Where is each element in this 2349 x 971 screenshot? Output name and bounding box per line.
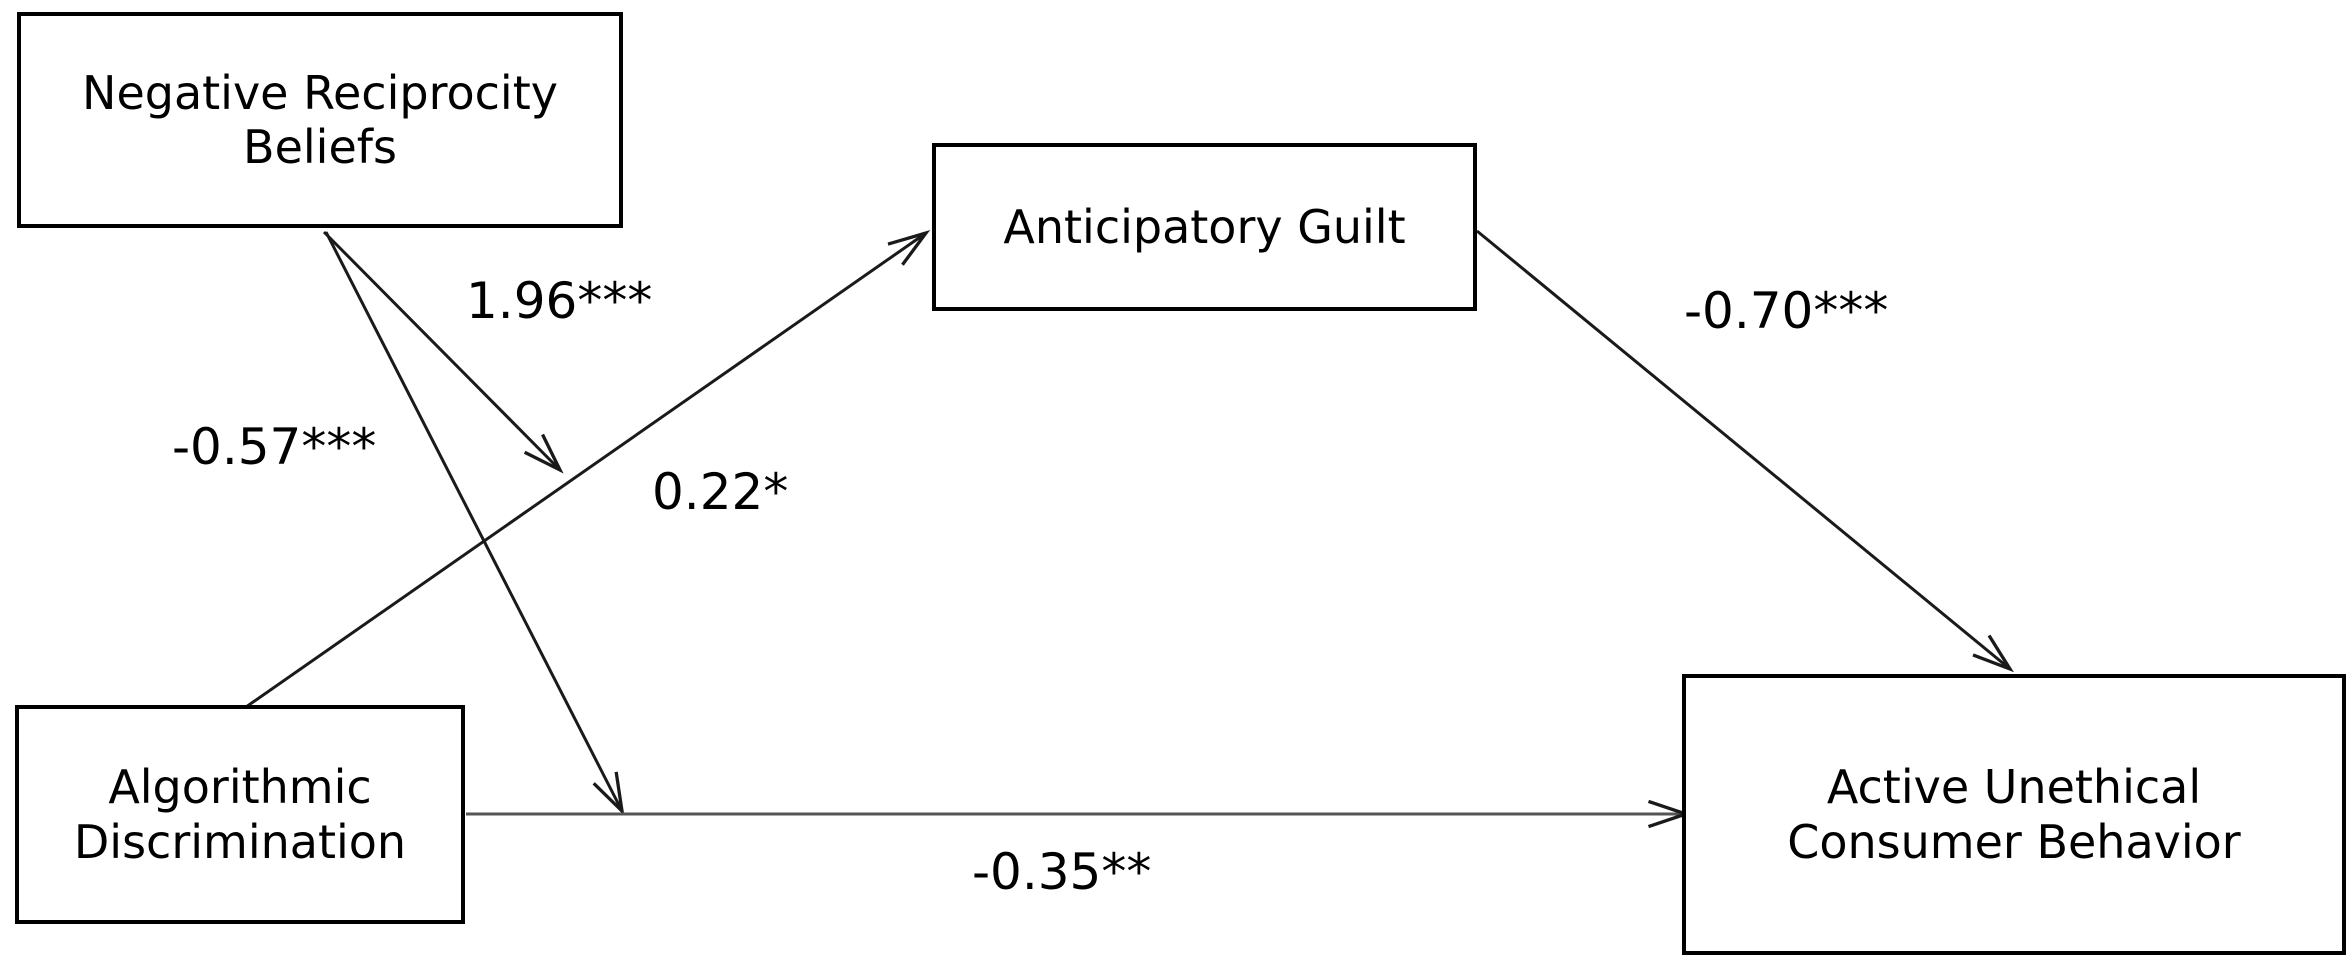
edge-label-nrb-to-active-unethical-consumer-behavior: -0.57*** <box>172 418 377 476</box>
edge-label-anticipatory-guilt-to-active-unethical-consumer-behavior: -0.70*** <box>1684 282 1889 340</box>
node-algorithmic-discrimination[interactable]: Algorithmic Discrimination <box>15 705 465 924</box>
edge-label-algorithmic-discrimination-to-active-unethical-consumer-behavior: -0.35** <box>972 843 1152 901</box>
edge-label-nrb-to-anticipatory-guilt: 1.96*** <box>466 272 653 330</box>
node-active-unethical-consumer-behavior[interactable]: Active Unethical Consumer Behavior <box>1682 674 2346 955</box>
edge-algorithmic-discrimination-anticipatory-guilt <box>245 230 931 709</box>
edge-nrb-active-unethical <box>324 231 625 816</box>
node-label-algorithmic-discrimination: Algorithmic Discrimination <box>73 760 407 869</box>
node-negative-reciprocity-beliefs[interactable]: Negative Reciprocity Beliefs <box>17 12 623 228</box>
edge-nrb-anticipatory-guilt <box>322 230 564 474</box>
node-label-active-unethical-consumer-behavior: Active Unethical Consumer Behavior <box>1787 760 2241 869</box>
node-label-anticipatory-guilt: Anticipatory Guilt <box>1003 199 1406 254</box>
node-label-negative-reciprocity-beliefs: Negative Reciprocity Beliefs <box>82 65 558 174</box>
edge-anticipatory-guilt-active-unethical <box>1476 229 2015 673</box>
edge-label-algorithmic-discrimination-to-anticipatory-guilt: 0.22* <box>652 463 789 521</box>
node-anticipatory-guilt[interactable]: Anticipatory Guilt <box>932 143 1477 311</box>
